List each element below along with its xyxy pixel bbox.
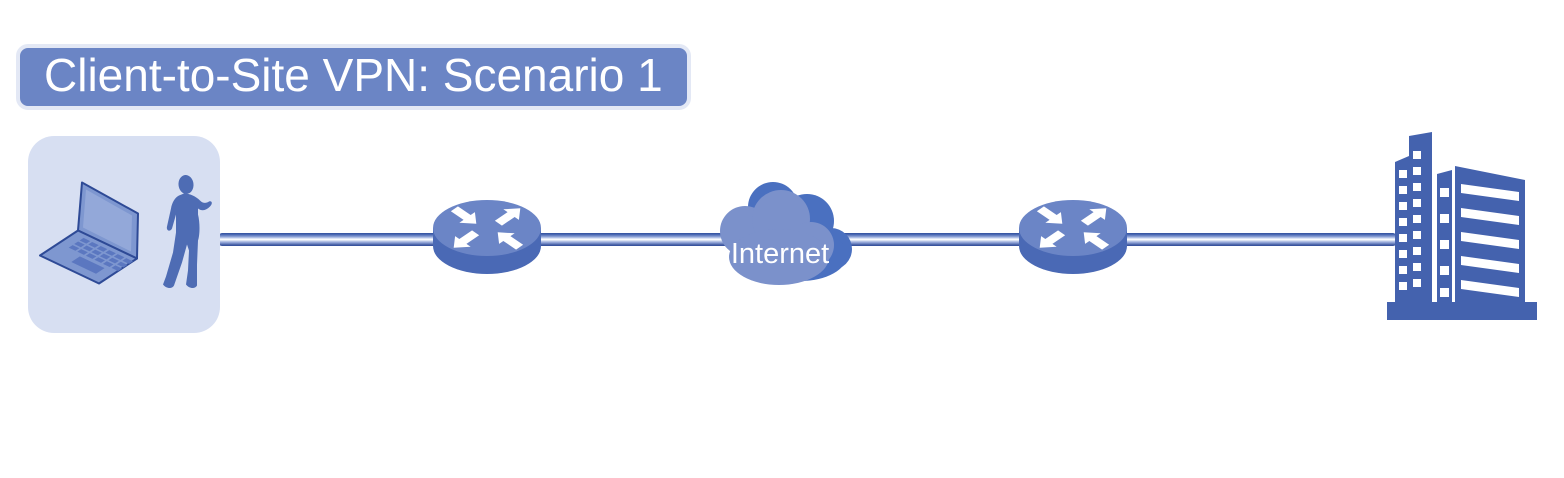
router-icon [433,200,541,274]
person-icon [163,175,212,289]
building-windows [1399,151,1519,297]
internet-cloud-icon: Internet [720,182,852,285]
cloud-front [720,190,834,285]
laptop-keyboard [68,237,133,274]
router-icon [1019,200,1127,274]
laptop-user-icon [39,175,212,289]
title-banner: Client-to-Site VPN: Scenario 1 [16,44,691,110]
laptop-icon [39,181,139,285]
page-title: Client-to-Site VPN: Scenario 1 [44,49,663,101]
router-arrows-icon [450,206,524,250]
internet-label: Internet [731,238,829,270]
office-building-icon [1387,132,1537,320]
client-node [28,136,220,333]
router-arrows-icon [1036,206,1110,250]
